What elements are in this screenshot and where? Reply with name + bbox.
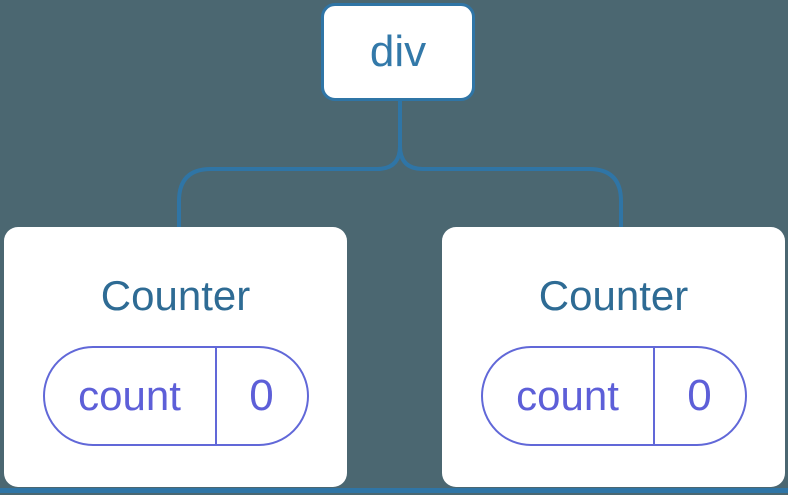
state-value: 0 [687, 371, 712, 420]
state-key-label: count [45, 348, 217, 444]
root-node-div: div [321, 3, 475, 101]
component-name: Counter [538, 272, 689, 319]
counter-card-right: Counter count 0 [442, 227, 785, 487]
counter-card-left: Counter count 0 [4, 227, 347, 487]
state-pill: count 0 [480, 346, 747, 446]
bottom-edge-line [0, 488, 788, 493]
connector-right-branch [398, 99, 623, 229]
state-key-label: count [483, 348, 655, 444]
state-pill: count 0 [42, 346, 309, 446]
component-name: Counter [100, 272, 251, 319]
connector-left-branch [177, 99, 402, 229]
root-node-label: div [369, 27, 427, 76]
state-value: 0 [249, 371, 274, 420]
